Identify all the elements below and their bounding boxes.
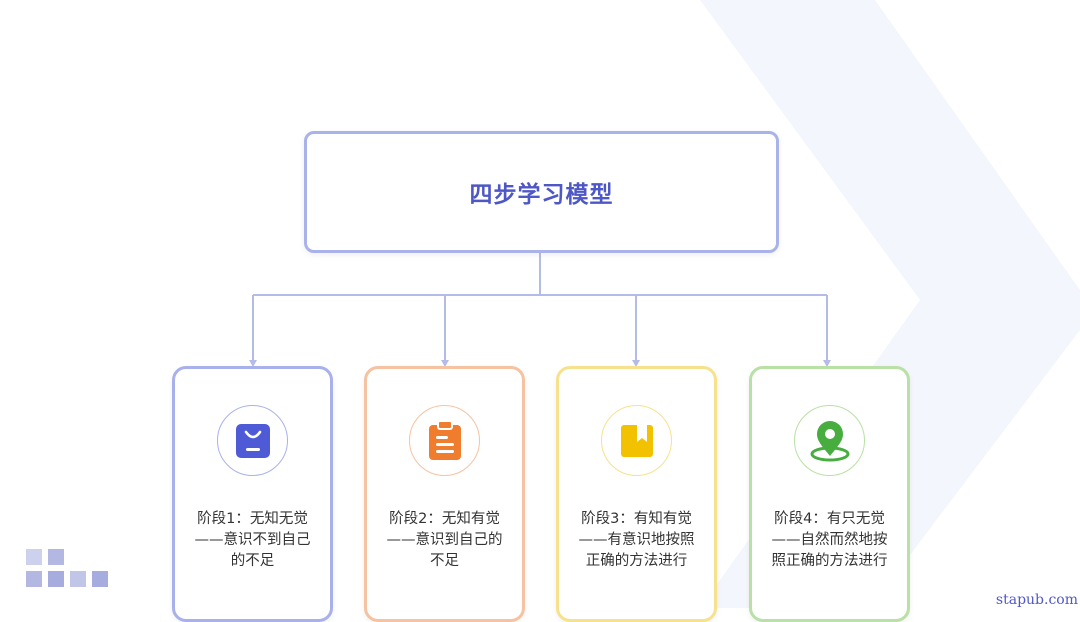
stage-icon-circle: [217, 405, 288, 476]
stage-card-2: 阶段2：无知有觉——意识到自己的不足: [364, 366, 525, 622]
stage-icon-circle: [601, 405, 672, 476]
bookmark-book-icon: [620, 424, 653, 457]
stage-description: 阶段3：有知有觉——有意识地按照正确的方法进行: [578, 511, 695, 569]
stage-card-1: 阶段1：无知无觉——意识不到自己的不足: [172, 366, 333, 622]
document-list-icon: [428, 419, 461, 460]
stage-description: 阶段1：无知无觉——意识不到自己的不足: [194, 511, 311, 569]
connector-lines: [249, 250, 831, 367]
location-pin-icon: [810, 420, 849, 461]
stage-icon-circle: [794, 405, 865, 476]
root-title: 四步学习模型: [469, 182, 614, 208]
stage-description: 阶段4：有只无觉——自然而然地按照正确的方法进行: [771, 511, 888, 569]
stage-icon-circle: [409, 405, 480, 476]
stage-card-4: 阶段4：有只无觉——自然而然地按照正确的方法进行: [749, 366, 910, 622]
root-node-box: 四步学习模型: [304, 131, 779, 253]
stage-card-3: 阶段3：有知有觉——有意识地按照正确的方法进行: [556, 366, 717, 622]
clipboard-user-icon: [235, 423, 270, 458]
watermark-text: stapub.com: [995, 592, 1078, 608]
stage-description: 阶段2：无知有觉——意识到自己的不足: [386, 511, 503, 569]
